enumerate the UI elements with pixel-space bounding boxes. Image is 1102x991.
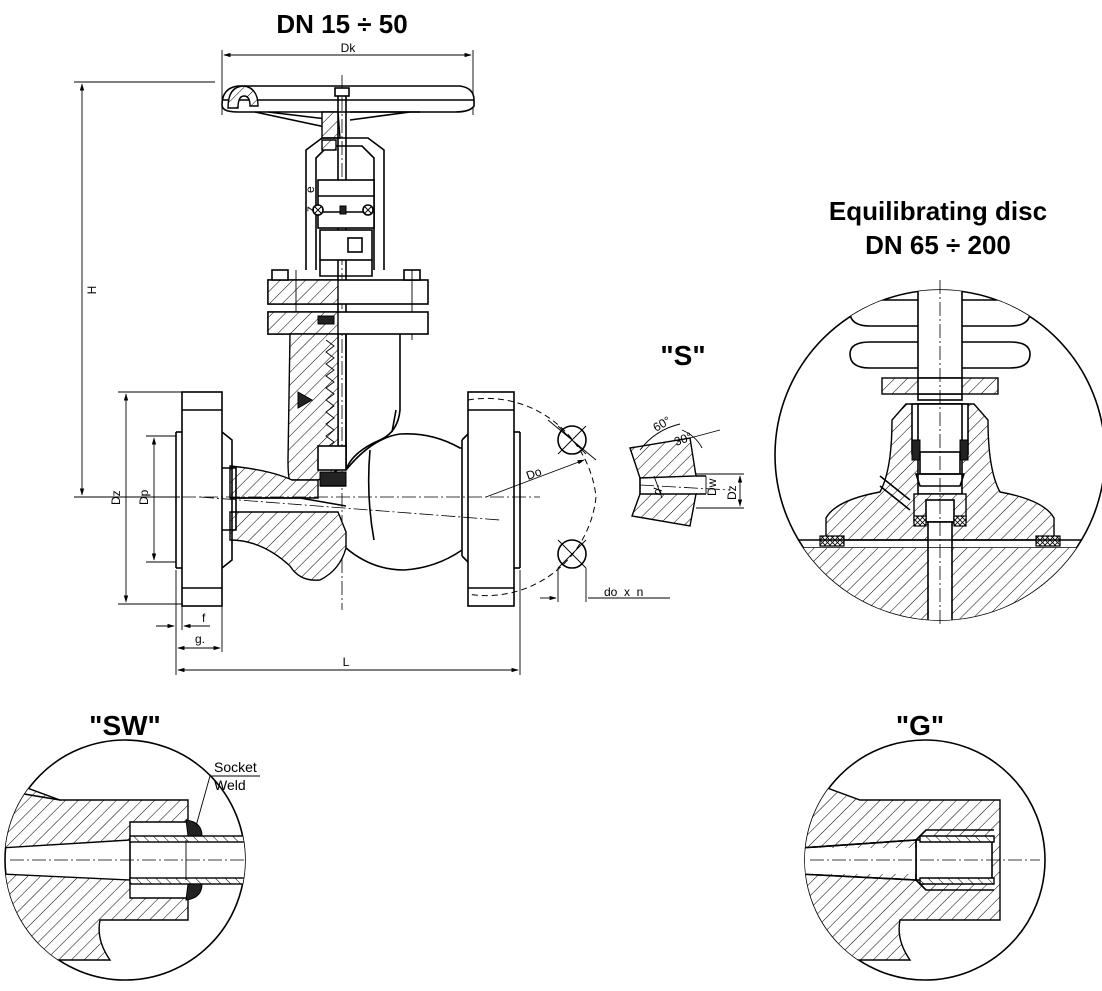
- dim-f: f: [202, 611, 206, 625]
- detail-disc-view: [774, 280, 1102, 625]
- dim-s-dw: Dw: [705, 478, 719, 496]
- detail-g-view: [804, 739, 1046, 981]
- dim-h: H: [85, 286, 99, 295]
- dim-do: Do: [524, 464, 544, 483]
- dim-angle-30: 30°: [672, 429, 694, 448]
- detail-g-title: "G": [896, 710, 944, 741]
- dim-dp: Dp: [137, 489, 151, 505]
- dim-angle-60: 60°: [651, 413, 674, 434]
- detail-s-view: 60° 30° Dw Dz d: [629, 413, 744, 527]
- disc-title-line2: DN 65 ÷ 200: [865, 230, 1011, 260]
- label-socket: Socket: [214, 759, 257, 775]
- main-valve-view: Dk H e z: [74, 41, 670, 675]
- dim-l: L: [343, 655, 350, 669]
- dim-dz: Dz: [109, 490, 123, 505]
- dim-bonnet-e: e: [303, 186, 317, 193]
- label-weld: Weld: [214, 777, 246, 793]
- detail-s-title: "S": [660, 340, 705, 371]
- dim-s-dz: Dz: [725, 485, 739, 500]
- dim-dk: Dk: [341, 41, 357, 55]
- main-title: DN 15 ÷ 50: [276, 9, 407, 39]
- dim-bonnet-z: z: [303, 206, 317, 212]
- dim-do-x-n: do x n: [604, 585, 643, 599]
- dim-g: g.: [195, 632, 205, 646]
- disc-title-line1: Equilibrating disc: [829, 196, 1047, 226]
- detail-sw-view: Socket Weld: [4, 739, 260, 981]
- detail-sw-title: "SW": [89, 710, 161, 741]
- dim-s-d: d: [650, 486, 665, 497]
